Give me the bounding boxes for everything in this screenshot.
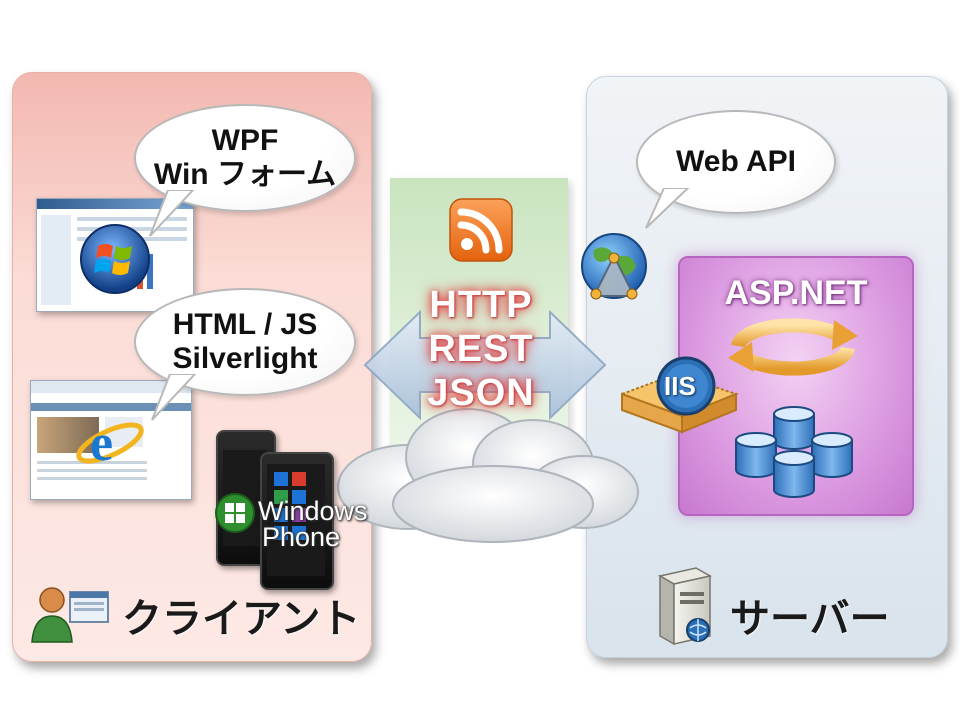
protocol-rest: REST [428, 328, 534, 370]
refresh-arrows-icon [728, 318, 858, 376]
iis-label: IIS [664, 371, 696, 401]
globe-icon [581, 233, 647, 300]
bubble-tail [151, 374, 197, 421]
database-icon [735, 406, 853, 498]
iis-icon [619, 356, 739, 434]
windows-phone-text-2: Phone [262, 522, 341, 552]
bubble-tail [149, 190, 195, 237]
client-label: クライアント [122, 597, 361, 641]
ie-logo-icon: e [76, 415, 144, 472]
bubble-line-silverlight: Silverlight [172, 342, 318, 375]
bubble-line-winforms: Win フォーム [153, 158, 337, 191]
aspnet-title: ASP.NET [724, 274, 868, 312]
windows-phone-logo-icon [215, 493, 255, 533]
protocol-json: JSON [427, 372, 535, 414]
bubble-line-html-js: HTML / JS [172, 307, 318, 341]
client-web-bubble: HTML / JS Silverlight [134, 288, 356, 396]
phone-front [260, 452, 334, 590]
rss-icon [449, 198, 513, 262]
bubble-line-wpf: WPF [211, 123, 279, 157]
web-api-label: Web API [675, 144, 796, 178]
user-icon [31, 587, 109, 643]
bubble-tail [645, 188, 690, 229]
protocol-http: HTTP [429, 284, 533, 326]
double-arrow-icon [363, 309, 607, 421]
server-icon [657, 567, 713, 646]
windows-logo-icon [80, 224, 150, 294]
server-label: サーバー [730, 597, 890, 641]
windows-phone-text-1: Windows [258, 496, 368, 526]
cloud-icon [337, 408, 639, 543]
svg-text:e: e [90, 415, 113, 472]
